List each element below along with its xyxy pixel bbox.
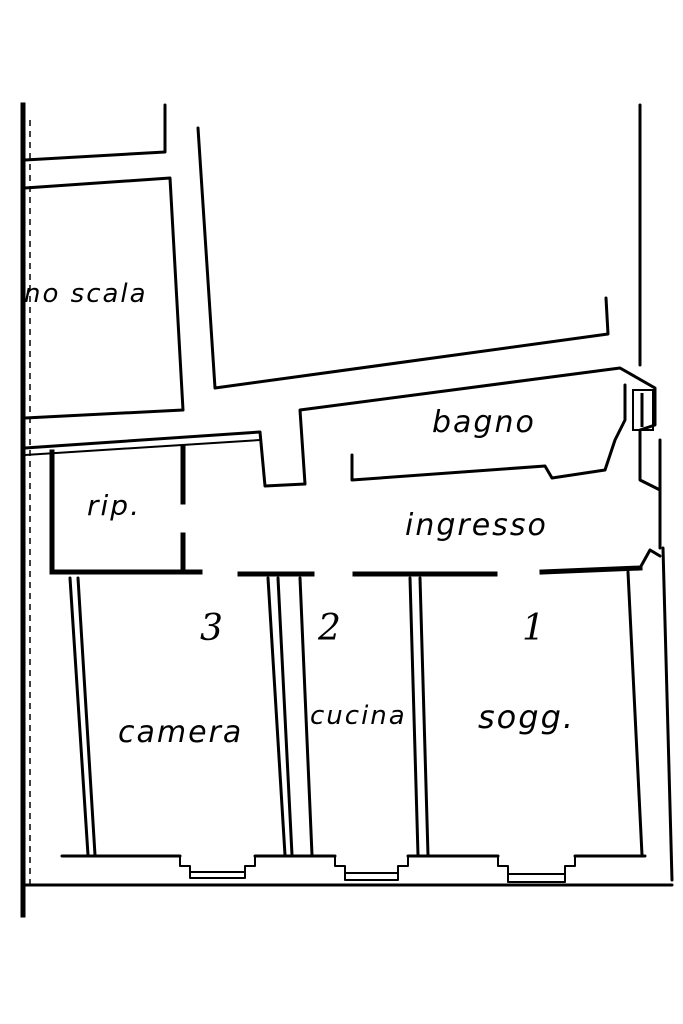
window-bedroom <box>179 855 256 879</box>
bedroom-label: camera <box>118 715 243 750</box>
kitchen-label: cucina <box>310 701 407 731</box>
bedroom-walls: 3 camera <box>68 576 294 857</box>
kitchen-number: 2 <box>317 608 341 649</box>
living-number: 1 <box>522 608 545 649</box>
bathroom-walls: bagno <box>350 383 654 482</box>
hallway-room-wall <box>237 548 662 577</box>
stair-label: no scala <box>24 279 148 309</box>
living-walls: 1 sogg. <box>478 570 644 857</box>
window-kitchen <box>334 855 409 881</box>
courtyard-walls <box>23 126 662 492</box>
window-living <box>497 855 576 883</box>
hallway-label: ingresso <box>405 508 548 543</box>
right-edge-wall <box>638 103 674 882</box>
kitchen-walls: 2 cucina <box>298 576 430 857</box>
left-edge-wall <box>20 102 31 918</box>
hallway: ingresso <box>405 508 548 543</box>
storage-walls: rip. <box>49 445 203 575</box>
bottom-exterior-wall <box>23 854 674 887</box>
bathroom-label: bagno <box>432 405 536 440</box>
stair-block: no scala <box>23 103 185 420</box>
storage-label: rip. <box>87 489 141 522</box>
living-label: sogg. <box>478 698 575 736</box>
bedroom-number: 3 <box>200 608 223 649</box>
